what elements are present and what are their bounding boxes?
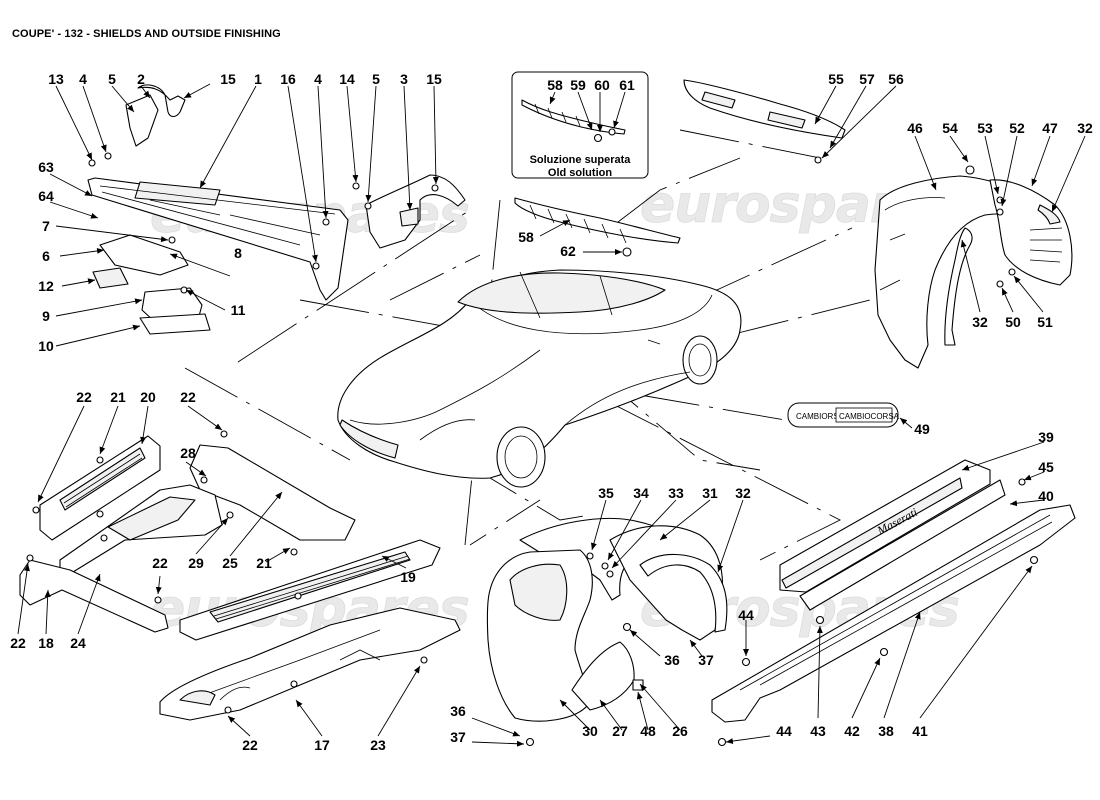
callout-label: 27 <box>612 723 628 739</box>
callout-label: 29 <box>188 555 204 571</box>
callout-label: 33 <box>668 485 684 501</box>
callout-label: 46 <box>907 120 923 136</box>
callout-label: 31 <box>702 485 718 501</box>
callout-label: 15 <box>220 71 236 87</box>
callout-label: 5 <box>372 71 380 87</box>
callout-label: 14 <box>339 71 355 87</box>
page-title: COUPE' - 132 - SHIELDS AND OUTSIDE FINIS… <box>12 28 281 40</box>
callout-label: 52 <box>1009 120 1025 136</box>
callout-label: 37 <box>450 729 466 745</box>
callout-label: 44 <box>776 723 792 739</box>
callout-label: 4 <box>79 71 87 87</box>
callout-label: 35 <box>598 485 614 501</box>
callout-label: 36 <box>450 703 466 719</box>
callout-label: 50 <box>1005 314 1021 330</box>
callout-label: 1 <box>254 71 262 87</box>
callout-label: 60 <box>594 77 610 93</box>
callout-label: 39 <box>1038 429 1054 445</box>
callout-label: 24 <box>70 635 86 651</box>
badge-large-text: CAMBIOCORSA <box>839 412 900 421</box>
callout-label: 62 <box>560 243 576 259</box>
callout-label: 22 <box>180 389 196 405</box>
script-emblem <box>514 197 681 257</box>
callout-label: 44 <box>738 607 754 623</box>
rear-wheel-liner <box>874 135 1086 369</box>
callout-label: 23 <box>370 737 386 753</box>
callout-label: 12 <box>38 278 54 294</box>
callout-label: 41 <box>912 723 928 739</box>
side-sill-assembly: Maserati <box>711 441 1076 747</box>
callout-label: 22 <box>10 635 26 651</box>
callout-label: 3 <box>400 71 408 87</box>
callout-label: 4 <box>314 71 322 87</box>
callout-label: 22 <box>152 555 168 571</box>
callout-label: 63 <box>38 159 54 175</box>
callout-label: 48 <box>640 723 656 739</box>
callout-label: 25 <box>222 555 238 571</box>
callout-label: 47 <box>1042 120 1058 136</box>
callout-label: 38 <box>878 723 894 739</box>
inset-line-1: Soluzione superata <box>530 154 632 166</box>
callout-label: 59 <box>570 77 586 93</box>
callout-label: 2 <box>137 71 145 87</box>
callout-label: 54 <box>942 120 958 136</box>
callout-label: 9 <box>42 308 50 324</box>
underbody-shields <box>17 405 461 737</box>
callout-label: 11 <box>231 302 246 318</box>
cambiocorsa-badge: CAMBIORSA CAMBIOCORSA <box>787 402 913 429</box>
callout-label: 15 <box>426 71 442 87</box>
callout-label: 8 <box>234 245 242 261</box>
callout-label: 26 <box>672 723 688 739</box>
cowl-panel-assembly <box>49 83 466 347</box>
callout-label: 28 <box>180 445 196 461</box>
callout-label: 58 <box>547 77 563 93</box>
callout-label: 16 <box>280 71 296 87</box>
callout-label: 32 <box>972 314 988 330</box>
callout-label: 7 <box>42 218 50 234</box>
callout-label: 22 <box>242 737 258 753</box>
callout-label: 32 <box>735 485 751 501</box>
callout-label: 51 <box>1037 314 1053 330</box>
callout-label: 55 <box>828 71 844 87</box>
callout-label: 61 <box>619 77 635 93</box>
callout-label: 64 <box>38 188 54 204</box>
front-wheel-liners <box>471 499 744 747</box>
car-illustration <box>337 269 742 488</box>
callout-label: 40 <box>1038 488 1054 504</box>
callout-label: 57 <box>859 71 875 87</box>
callout-label: 53 <box>977 120 993 136</box>
assembly-lines <box>184 129 871 561</box>
callout-label: 34 <box>633 485 649 501</box>
callout-label: 58 <box>518 229 534 245</box>
callout-label: 30 <box>582 723 598 739</box>
callout-label: 42 <box>844 723 860 739</box>
callout-label: 5 <box>108 71 116 87</box>
callout-label: 13 <box>48 71 64 87</box>
callout-label: 17 <box>314 737 330 753</box>
callout-label: 36 <box>664 652 680 668</box>
inset-callout-labels: 58 59 60 61 <box>547 77 635 93</box>
callout-labels: 13 4 5 2 15 1 16 4 14 5 3 15 63 64 7 6 8… <box>10 71 1093 753</box>
old-solution-inset: Soluzione superata Old solution <box>511 71 649 179</box>
callout-label: 6 <box>42 248 50 264</box>
rear-panel <box>683 79 897 164</box>
callout-label: 56 <box>888 71 904 87</box>
callout-label: 20 <box>140 389 156 405</box>
callout-label: 45 <box>1038 459 1054 475</box>
callout-label: 10 <box>38 338 54 354</box>
callout-label: 19 <box>400 569 416 585</box>
callout-label: 43 <box>810 723 826 739</box>
inset-line-2: Old solution <box>548 167 612 179</box>
callout-label: 32 <box>1077 120 1093 136</box>
callout-label: 21 <box>110 389 126 405</box>
callout-label: 37 <box>698 652 714 668</box>
callout-label: 18 <box>38 635 54 651</box>
callout-label: 49 <box>914 421 930 437</box>
callout-label: 22 <box>76 389 92 405</box>
callout-label: 21 <box>256 555 272 571</box>
badge-small-text: CAMBIORSA <box>796 412 845 421</box>
